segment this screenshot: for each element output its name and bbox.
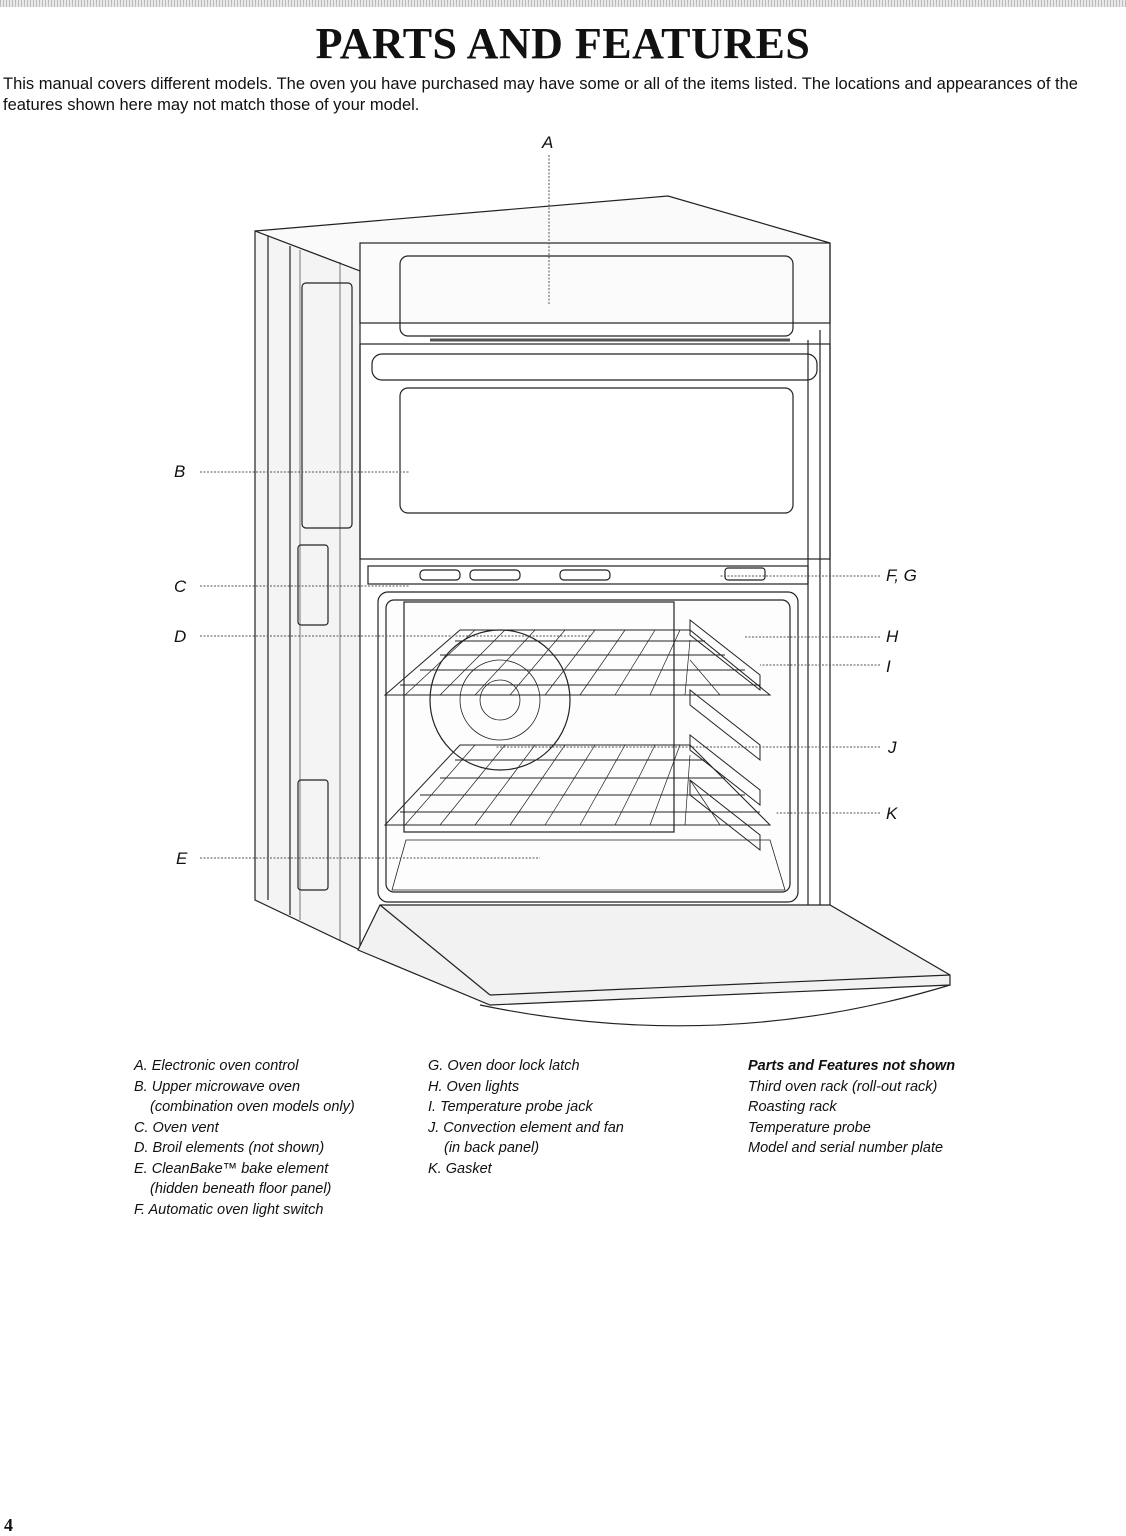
legend-item-e: E. CleanBake™ bake element <box>134 1160 329 1177</box>
legend-item-e-note: (hidden beneath floor panel) <box>150 1181 332 1197</box>
legend-item-b: B. Upper microwave oven <box>134 1078 301 1095</box>
legend-item-b-note: (combination oven models only) <box>150 1099 355 1115</box>
legend-item-c: C. Oven vent <box>134 1119 219 1136</box>
not-shown-item: Third oven rack (roll-out rack) <box>748 1078 938 1095</box>
callout-b: B <box>174 462 185 481</box>
not-shown-heading: Parts and Features not shown <box>748 1058 956 1074</box>
callout-k: K <box>886 804 898 823</box>
legend-item-h: H. Oven lights <box>428 1078 520 1095</box>
callout-j: J <box>887 738 897 757</box>
legend-column-2: G. Oven door lock latch H. Oven lights I… <box>428 1056 624 1179</box>
legend-column-1: A. Electronic oven control B. Upper micr… <box>134 1056 355 1220</box>
callout-d: D <box>174 627 186 646</box>
callout-h: H <box>886 627 899 646</box>
oven-illustration: A B C D E F, G H I J K <box>174 133 951 1027</box>
legend-item-f: F. Automatic oven light switch <box>134 1201 324 1218</box>
callout-fg: F, G <box>886 566 917 585</box>
legend-column-3: Parts and Features not shown Third oven … <box>748 1056 955 1159</box>
legend-item-a: A. Electronic oven control <box>134 1058 299 1074</box>
callout-a: A <box>541 133 553 152</box>
intro-paragraph: This manual covers different models. The… <box>3 75 1078 114</box>
not-shown-item: Temperature probe <box>748 1119 871 1136</box>
legend-item-j-note: (in back panel) <box>444 1140 540 1156</box>
legend-item-d: D. Broil elements (not shown) <box>134 1140 325 1156</box>
legend-item-j: J. Convection element and fan <box>428 1119 624 1136</box>
not-shown-item: Model and serial number plate <box>748 1140 944 1156</box>
callout-e: E <box>176 849 188 868</box>
legend-item-k: K. Gasket <box>428 1160 492 1177</box>
not-shown-item: Roasting rack <box>748 1099 837 1115</box>
leader-lines <box>200 155 880 859</box>
oven-drawing <box>254 195 951 1027</box>
top-rule <box>0 0 1126 7</box>
callout-c: C <box>174 577 187 596</box>
legend-item-i: I. Temperature probe jack <box>428 1099 593 1115</box>
legend-item-g: G. Oven door lock latch <box>428 1058 580 1074</box>
page-title: PARTS AND FEATURES <box>315 19 811 68</box>
callout-i: I <box>886 657 891 676</box>
page-number: 4 <box>4 1515 13 1535</box>
